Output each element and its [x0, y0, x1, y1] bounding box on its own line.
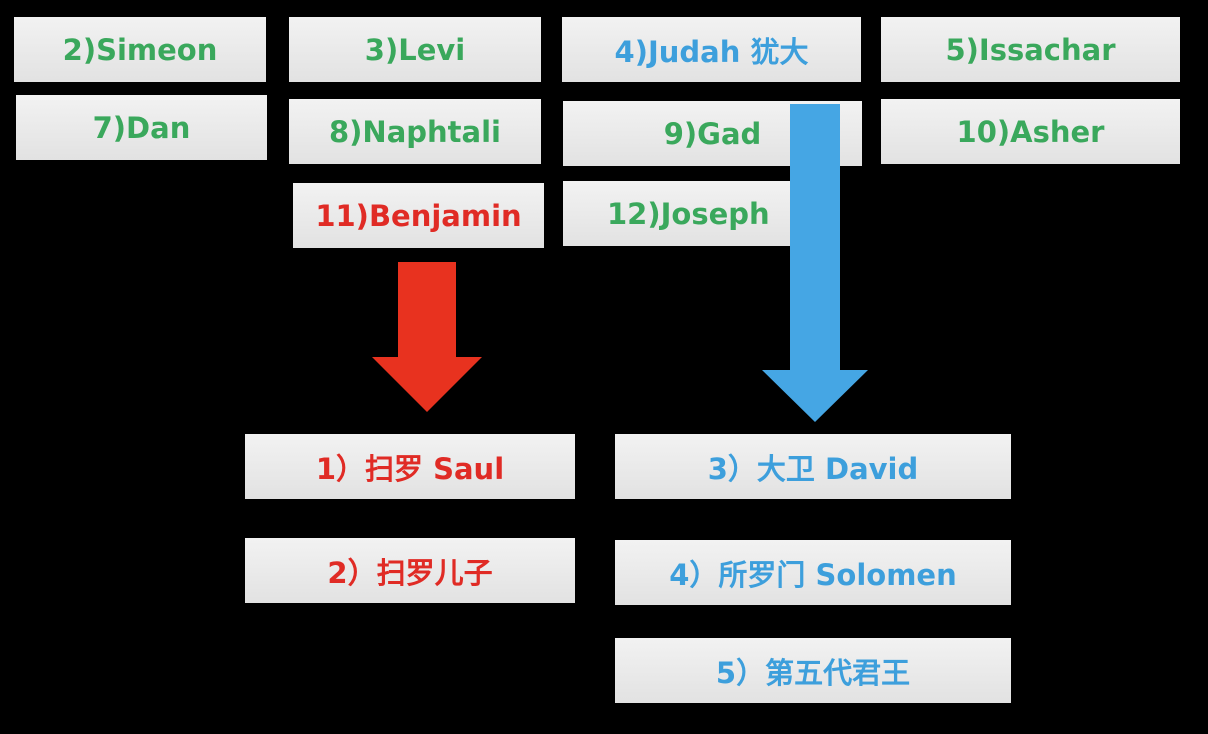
tribe-benjamin: 11)Benjamin	[293, 183, 544, 248]
tribe-issachar: 5)Issachar	[881, 17, 1180, 82]
tribe-simeon: 2)Simeon	[14, 17, 266, 82]
tribe-dan: 7)Dan	[16, 95, 267, 160]
king-solomon: 4）所罗门 Solomen	[615, 540, 1011, 605]
tribe-judah: 4)Judah 犹大	[562, 17, 861, 82]
king-saul: 1）扫罗 Saul	[245, 434, 575, 499]
tribe-levi: 3)Levi	[289, 17, 541, 82]
tribe-asher: 10)Asher	[881, 99, 1180, 164]
king-saul-son: 2）扫罗儿子	[245, 538, 575, 603]
tribe-naphtali: 8)Naphtali	[289, 99, 541, 164]
blue-down-arrow	[762, 104, 868, 422]
king-fifth: 5）第五代君王	[615, 638, 1011, 703]
red-down-arrow	[372, 262, 482, 412]
king-david: 3）大卫 David	[615, 434, 1011, 499]
tribe-joseph: 12)Joseph	[563, 181, 816, 246]
